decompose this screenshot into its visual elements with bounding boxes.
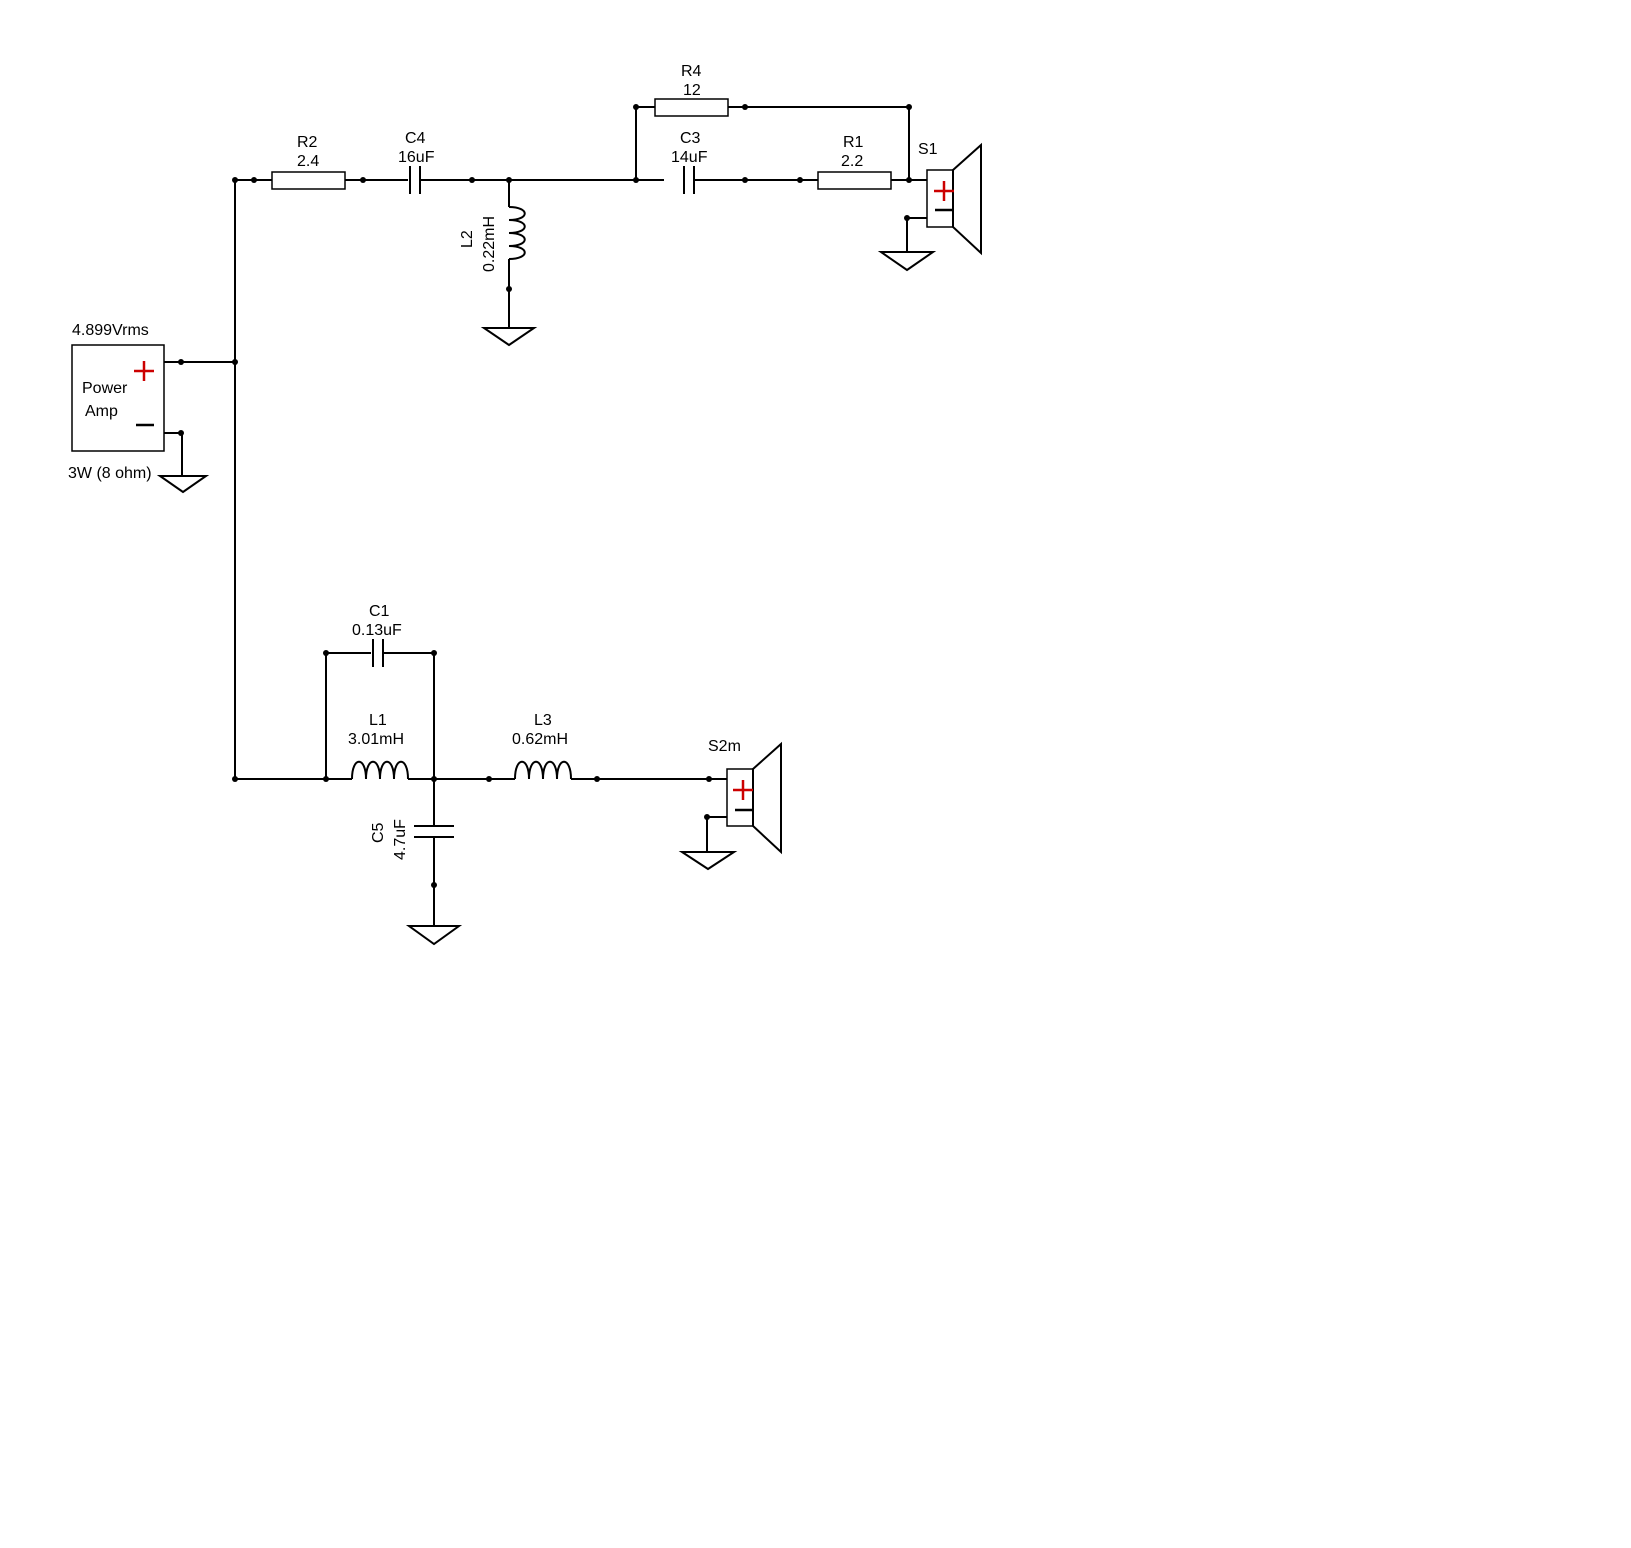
inductor-l1: L1 3.01mH: [348, 712, 409, 780]
l2-value: 0.22mH: [481, 216, 498, 272]
power-amp: 4.899Vrms Power Amp 3W (8 ohm): [68, 322, 235, 494]
ground-icon: [405, 925, 463, 946]
speaker-s1: S1: [877, 141, 982, 272]
power-amp-box: [71, 344, 165, 452]
speaker-s2m: S2m: [678, 738, 782, 871]
woofer-branch: C1 0.13uF L1 3.01mH C5 4.7uF L3: [235, 603, 782, 946]
s2m-ref: S2m: [708, 738, 741, 755]
c4-ref: C4: [405, 130, 426, 147]
c4-value: 16uF: [398, 149, 435, 166]
l1-ref: L1: [369, 712, 387, 729]
resistor-r4: R4 12: [654, 63, 729, 117]
amp-voltage-label: 4.899Vrms: [72, 322, 149, 339]
l2-ref: L2: [459, 230, 476, 248]
r1-value: 2.2: [841, 153, 863, 170]
amp-negative-wire: [164, 432, 183, 476]
ground-icon: [678, 851, 738, 871]
resistor-r1: R1 2.2: [817, 134, 892, 190]
l3-value: 0.62mH: [512, 731, 568, 748]
speaker-plus-icon: [934, 181, 954, 201]
amp-plus-icon: [134, 361, 154, 381]
amp-rating-label: 3W (8 ohm): [68, 465, 152, 482]
s1-ref: S1: [918, 141, 938, 158]
c5-ref: C5: [370, 822, 387, 843]
capacitor-c5: C5 4.7uF: [370, 779, 463, 946]
r1-ref: R1: [843, 134, 864, 151]
c1-ref: C1: [369, 603, 390, 620]
l1-value: 3.01mH: [348, 731, 404, 748]
amp-name-line1: Power: [82, 380, 128, 397]
inductor-l2: L2 0.22mH: [459, 180, 538, 347]
resistor-r2: R2 2.4: [271, 134, 346, 190]
r4-value: 12: [683, 82, 701, 99]
capacitor-c1: C1 0.13uF: [352, 603, 402, 667]
r2-value: 2.4: [297, 153, 319, 170]
speaker-plus-icon: [733, 780, 753, 800]
c5-value: 4.7uF: [392, 819, 409, 860]
inductor-l3: L3 0.62mH: [512, 712, 572, 780]
c3-ref: C3: [680, 130, 701, 147]
c1-value: 0.13uF: [352, 622, 402, 639]
c3-value: 14uF: [671, 149, 708, 166]
tweeter-branch: R2 2.4 C4 16uF L2 0.22mH: [235, 63, 982, 347]
ground-icon: [480, 327, 538, 347]
ground-icon: [877, 251, 937, 272]
r4-ref: R4: [681, 63, 702, 80]
r2-ref: R2: [297, 134, 318, 151]
l3-ref: L3: [534, 712, 552, 729]
amp-name-line2: Amp: [85, 403, 118, 420]
capacitor-c3: C3 14uF: [671, 130, 708, 194]
ground-icon: [156, 475, 210, 494]
capacitor-c4: C4 16uF: [398, 130, 435, 194]
